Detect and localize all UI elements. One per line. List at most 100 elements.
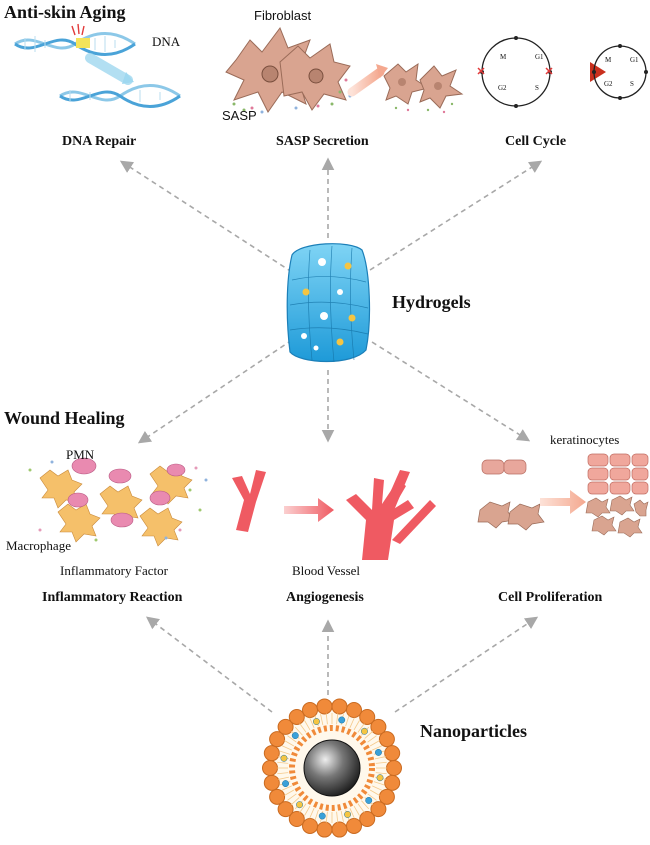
lipid-tail [357, 723, 365, 733]
cargo-molecule [376, 774, 384, 782]
shell-bead [384, 745, 401, 762]
cargo-molecule [296, 801, 304, 809]
phase-s: S [535, 84, 539, 92]
lipid-tail [349, 808, 355, 819]
pmn-label: PMN [66, 447, 95, 462]
lipid-tail [353, 805, 360, 816]
phase-m-2: M [605, 56, 612, 64]
cargo-molecule [280, 754, 288, 762]
lipid-tail [372, 745, 383, 751]
lipid-tail [373, 781, 385, 786]
lipid-tail [325, 811, 328, 823]
lipid-tail [336, 713, 339, 725]
shell-bead [316, 698, 333, 715]
lipid-tail [336, 811, 339, 823]
hydrogel-illustration [286, 243, 371, 363]
fibroblast-label: Fibroblast [254, 8, 312, 23]
lipid-tail [320, 714, 324, 726]
cargo-molecule [375, 748, 382, 756]
lipid-tail [375, 772, 387, 775]
lipid-tail [304, 805, 311, 816]
lipid-tail [299, 803, 307, 813]
cargo-molecule [312, 718, 320, 725]
phase-g1-2: G1 [630, 56, 639, 64]
nanoparticle-illustration [262, 698, 402, 838]
lipid-tail [304, 720, 311, 731]
lipid-tail [357, 803, 365, 813]
lipid-tail [367, 793, 377, 801]
shell-bead [378, 731, 395, 748]
lipid-tail [277, 772, 289, 775]
cargo-molecule [318, 812, 326, 820]
fibroblast-illustration [225, 26, 464, 114]
nanoparticle-arrows [145, 616, 539, 713]
macrophage-label: Macrophage [6, 538, 71, 553]
lipid-tail [281, 745, 292, 751]
lipid-tail [287, 793, 297, 801]
lipid-tail [284, 740, 295, 747]
arrow-to-inflammatory [137, 339, 293, 444]
arrow-to-cell-cycle [369, 160, 543, 271]
shell-bead [345, 702, 362, 719]
phase-g2: G2 [498, 84, 507, 92]
lipid-tail [309, 808, 315, 819]
lipid-tail [287, 735, 297, 743]
cargo-molecule [282, 780, 289, 788]
shell-bead [359, 708, 376, 725]
lipid-tail [277, 761, 289, 764]
cargo-molecule [360, 727, 368, 735]
shell-bead [370, 801, 387, 818]
caption-inflammatory-reaction: Inflammatory Reaction [42, 590, 183, 605]
shell-bead [263, 745, 280, 762]
blood-vessel-label: Blood Vessel [292, 563, 361, 578]
np-arrow-to-proliferation [394, 616, 539, 713]
cargo-molecule [291, 732, 299, 740]
shell-bead [277, 718, 294, 735]
lipid-tail [299, 723, 307, 733]
lipid-tail [281, 785, 292, 791]
arrow-to-proliferation [371, 341, 531, 442]
lipid-tail [278, 776, 290, 780]
lipid-tail [325, 713, 328, 725]
lipid-tail [369, 789, 380, 796]
caption-cell-proliferation: Cell Proliferation [498, 590, 603, 605]
phase-s-2: S [630, 80, 634, 88]
shell-bead [370, 718, 387, 735]
dna-illustration [14, 23, 181, 108]
shell-bead [288, 708, 305, 725]
shell-bead [316, 821, 333, 838]
hydrogel-arrows [119, 157, 543, 444]
shell-bead [331, 698, 348, 715]
shell-bead [384, 774, 401, 791]
shell-bead [378, 788, 395, 805]
shell-bead [359, 811, 376, 828]
inflammatory-illustration [28, 457, 208, 547]
lipid-tail [369, 740, 380, 747]
lipid-tail [364, 730, 374, 739]
shell-bead [262, 760, 278, 776]
keratinocyte-illustration [477, 453, 649, 538]
shell-bead [288, 811, 305, 828]
cargo-molecule [344, 811, 352, 818]
phase-g2-2: G2 [604, 80, 613, 88]
section-wound-healing: Wound Healing [4, 408, 125, 428]
cargo-molecule [338, 716, 346, 724]
np-arrow-to-inflammatory [145, 616, 273, 713]
lipid-tail [353, 720, 360, 731]
nanoparticle-cargo [280, 716, 384, 820]
caption-dna-repair: DNA Repair [62, 134, 137, 149]
arrow-to-dna-repair [119, 160, 293, 273]
shell-bead [269, 788, 286, 805]
phase-m: M [500, 53, 507, 61]
lipid-tail [290, 797, 300, 806]
blood-vessel-illustration [232, 470, 436, 560]
keratinocytes-label: keratinocytes [550, 432, 620, 447]
lipid-tail [374, 756, 386, 760]
shell-bead [345, 817, 362, 834]
dna-label: DNA [152, 34, 181, 49]
lipid-tail [279, 750, 291, 755]
shell-bead [386, 760, 402, 776]
shell-bead [331, 821, 348, 838]
cell-cycle-illustration [477, 36, 648, 108]
